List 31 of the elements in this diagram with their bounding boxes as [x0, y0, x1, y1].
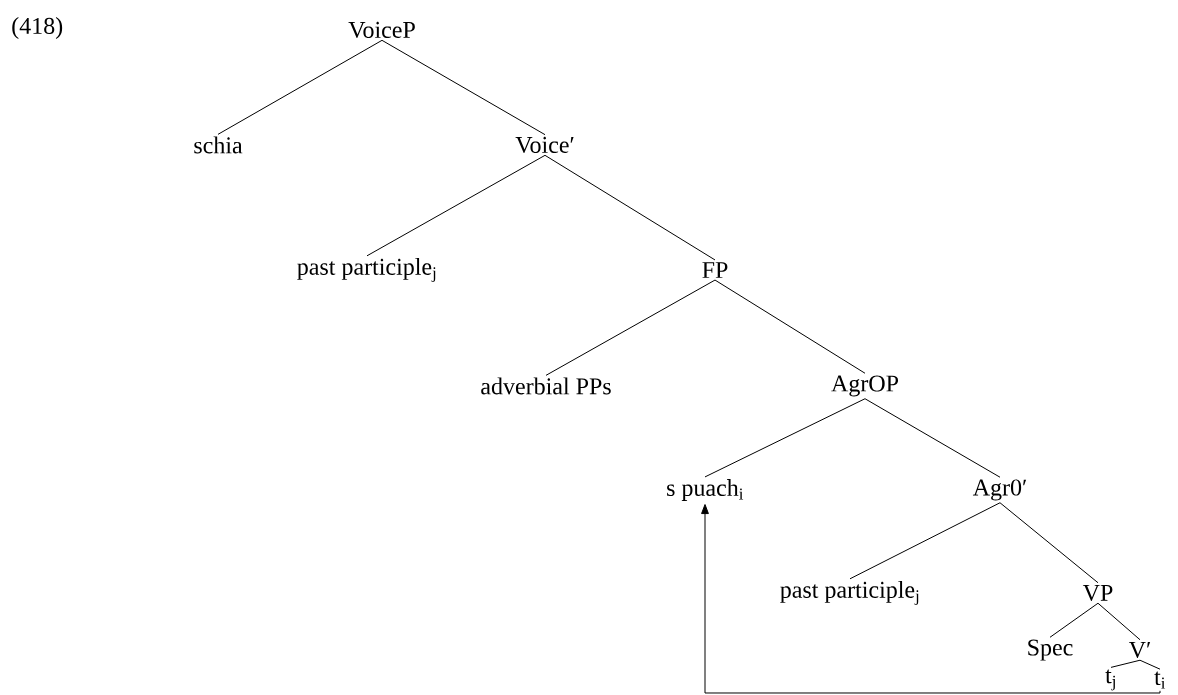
branch-line	[704, 398, 866, 478]
tree-label: VP	[1082, 584, 1113, 602]
tree-label: s puach$_{i}$	[667, 479, 744, 501]
tree-label: VoiceP	[348, 21, 415, 39]
tree-label: past participle$_{j}$	[297, 258, 436, 282]
tree-label: t$_{j}$	[1105, 669, 1115, 691]
branch-line	[544, 154, 716, 261]
tree-label: V′	[1129, 641, 1151, 659]
tree-label: Voice′	[515, 136, 574, 154]
branch-line	[381, 39, 546, 136]
branch-line	[1139, 659, 1161, 670]
branch-line	[999, 502, 1099, 584]
tree-label: t$_{i}$	[1154, 671, 1166, 689]
branch-line	[849, 502, 1001, 580]
movement-arrow	[701, 504, 1161, 694]
branch-line	[366, 154, 546, 257]
branch-line	[1110, 659, 1141, 668]
branch-line	[1049, 602, 1099, 638]
branch-line	[1097, 602, 1141, 641]
tree-label: Spec	[1028, 639, 1073, 661]
tree-label: AgrOP	[831, 375, 899, 397]
branch-line	[217, 39, 383, 135]
tree-label: Agr0′	[972, 479, 1027, 501]
branch-line	[545, 279, 716, 376]
branch-line	[864, 398, 1001, 478]
tree-label: past participle$_{j}$	[780, 581, 919, 605]
tree-label: adverbial PPs	[481, 377, 611, 395]
example-number: (418)	[12, 17, 63, 39]
tree-label: schia	[194, 136, 243, 154]
branch-line	[714, 279, 866, 374]
tree-label: FP	[702, 262, 728, 278]
